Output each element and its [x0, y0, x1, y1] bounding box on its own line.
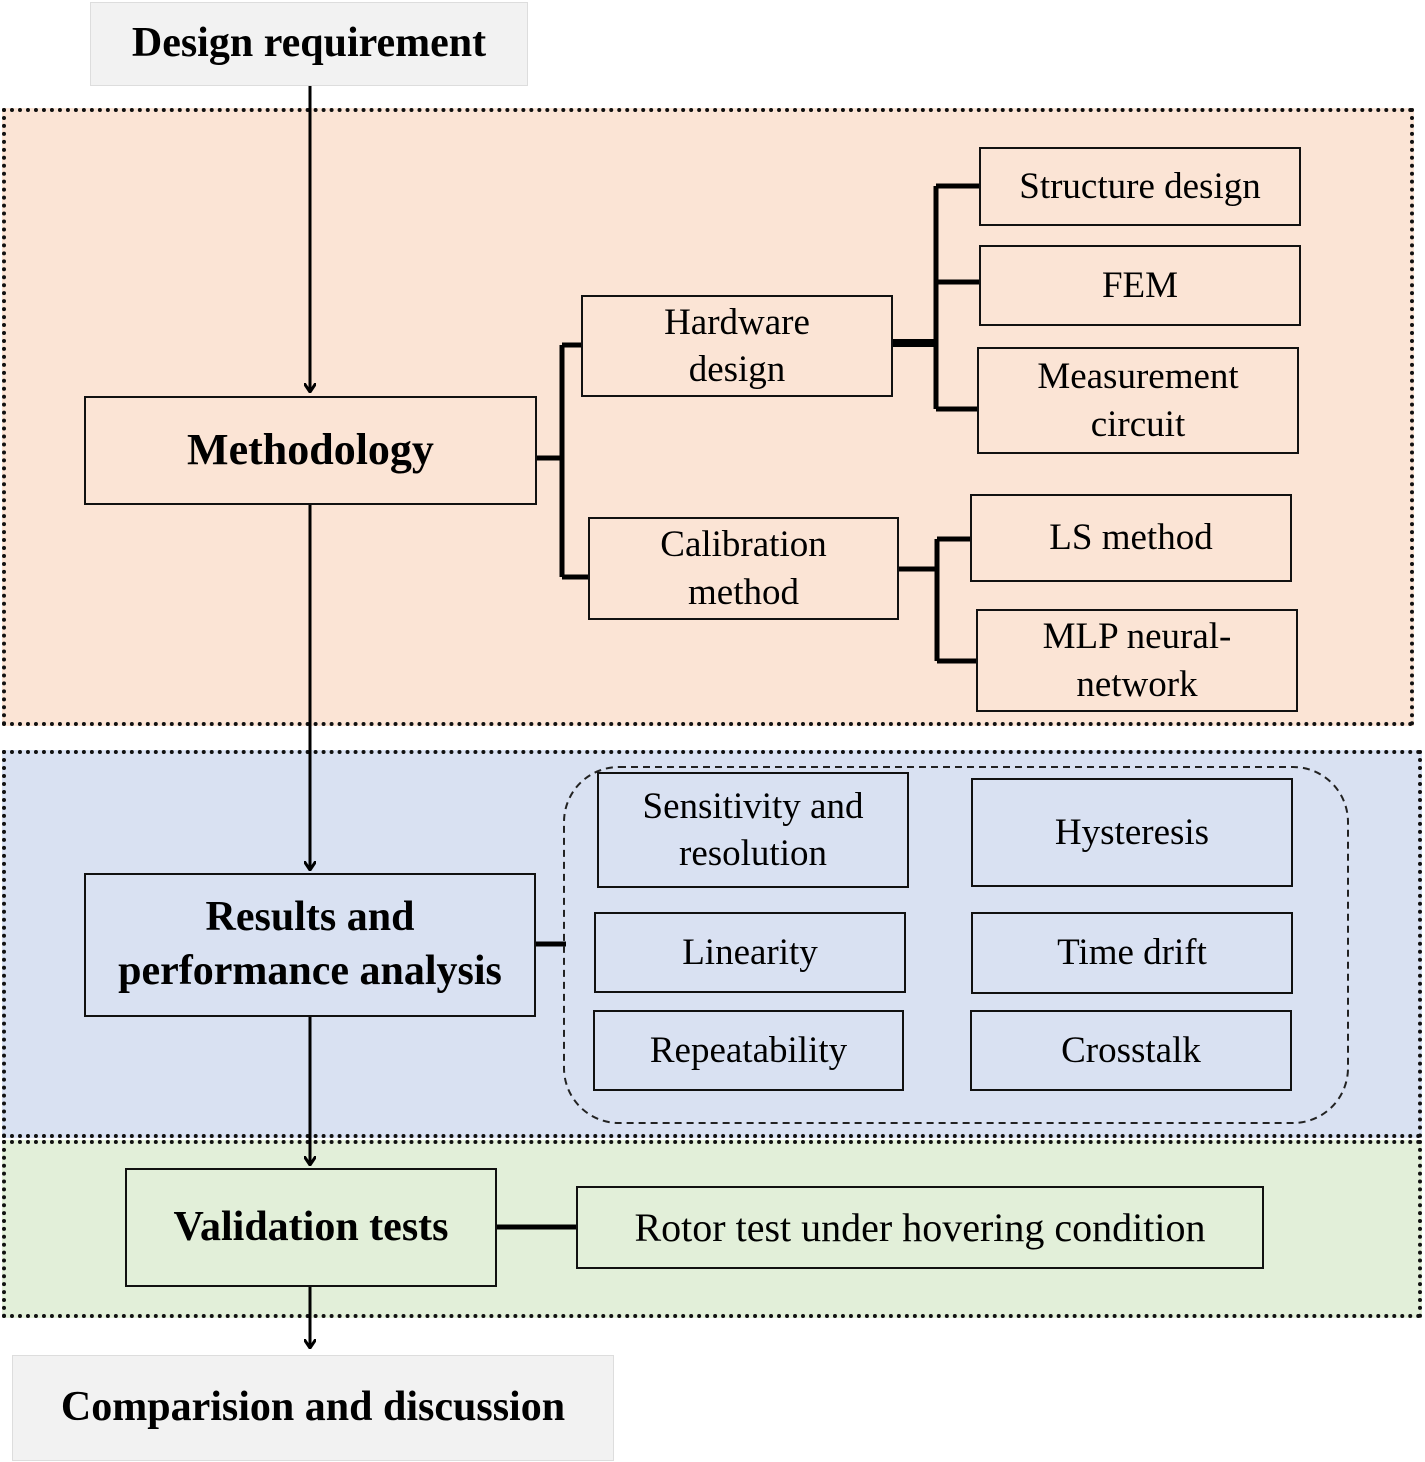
fem-label: FEM — [1101, 264, 1179, 306]
methodology-box: Methodology — [84, 396, 537, 505]
hardware-design-box: Hardware design — [581, 295, 893, 397]
crosstalk-box: Crosstalk — [970, 1010, 1292, 1091]
results-analysis-box: Results and performance analysis — [84, 873, 536, 1017]
results-analysis-label: Results and performance analysis — [118, 894, 502, 994]
calibration-method-box: Calibration method — [588, 517, 899, 620]
repeatability-box: Repeatability — [593, 1010, 904, 1091]
linearity-box: Linearity — [594, 912, 906, 993]
sensitivity-resolution-label: Sensitivity and resolution — [642, 785, 864, 874]
time-drift-label: Time drift — [1057, 932, 1207, 974]
ls-method-box: LS method — [970, 494, 1292, 582]
rotor-test-box: Rotor test under hovering condition — [576, 1186, 1264, 1269]
measurement-circuit-box: Measurement circuit — [977, 347, 1299, 454]
rotor-test-label: Rotor test under hovering condition — [634, 1204, 1206, 1250]
fem-box: FEM — [979, 245, 1301, 326]
measurement-circuit-label: Measurement circuit — [1037, 356, 1239, 445]
repeatability-label: Repeatability — [649, 1029, 848, 1071]
linearity-label: Linearity — [682, 931, 818, 973]
hysteresis-box: Hysteresis — [971, 778, 1293, 887]
methodology-label: Methodology — [187, 425, 434, 475]
sensitivity-resolution-box: Sensitivity and resolution — [597, 772, 909, 888]
validation-tests-box: Validation tests — [125, 1168, 497, 1287]
design-requirement-label: Design requirement — [131, 20, 487, 67]
hysteresis-label: Hysteresis — [1054, 811, 1210, 853]
calibration-method-label: Calibration method — [660, 524, 827, 613]
mlp-network-label: MLP neural- network — [1042, 616, 1232, 705]
structure-design-box: Structure design — [979, 147, 1301, 226]
validation-tests-label: Validation tests — [173, 1203, 449, 1250]
ls-method-label: LS method — [1049, 517, 1213, 559]
design-requirement-box: Design requirement — [90, 2, 528, 86]
mlp-network-box: MLP neural- network — [976, 609, 1298, 712]
time-drift-box: Time drift — [971, 912, 1293, 994]
comparison-discussion-box: Comparision and discussion — [12, 1355, 614, 1461]
hardware-design-label: Hardware design — [664, 301, 810, 390]
structure-design-label: Structure design — [1019, 165, 1261, 207]
crosstalk-label: Crosstalk — [1061, 1029, 1201, 1071]
comparison-discussion-label: Comparision and discussion — [60, 1384, 566, 1431]
